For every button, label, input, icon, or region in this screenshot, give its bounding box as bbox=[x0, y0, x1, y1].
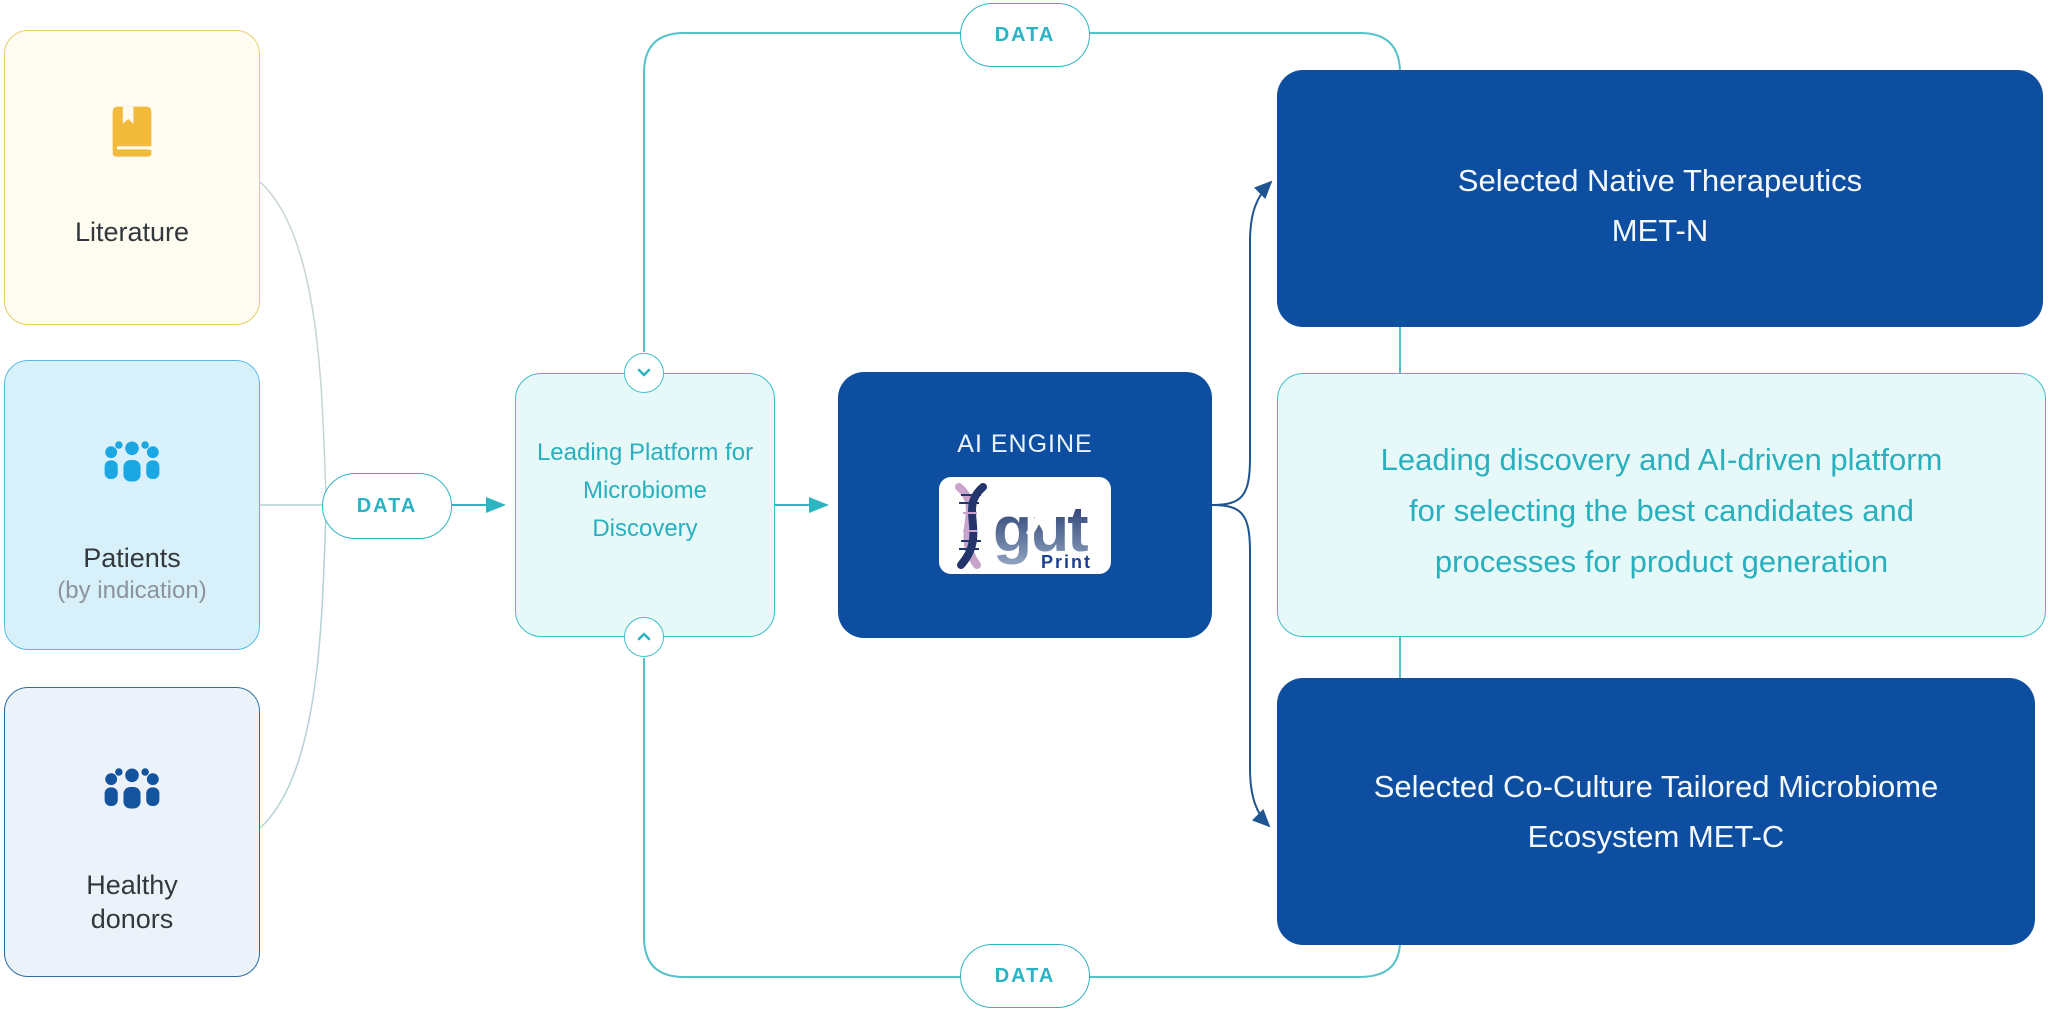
patients-sublabel: (by indication) bbox=[57, 577, 207, 604]
description-line3: processes for product generation bbox=[1434, 543, 1889, 579]
people-icon bbox=[101, 758, 163, 820]
platform-box: Leading Platform for Microbiome Discover… bbox=[515, 373, 775, 637]
chevron-down-icon bbox=[637, 368, 651, 377]
arrow-ai-to-met-n bbox=[1211, 180, 1273, 506]
data-pill-bottom: DATA bbox=[960, 944, 1090, 1008]
book-icon bbox=[103, 101, 161, 163]
source-card-literature: Literature bbox=[4, 30, 260, 325]
chevron-down-node bbox=[624, 353, 664, 393]
platform-label-line3: Discovery bbox=[592, 515, 698, 542]
patients-label: Patients bbox=[83, 543, 181, 573]
connector-literature-to-data bbox=[259, 181, 327, 497]
people-icon bbox=[101, 431, 163, 493]
chevron-up-icon bbox=[637, 632, 651, 641]
platform-label-line2: Microbiome bbox=[582, 477, 708, 504]
description-line2: for selecting the best candidates and bbox=[1409, 492, 1914, 528]
logo-print-text: Print bbox=[1041, 552, 1092, 572]
dna-helix-icon bbox=[955, 483, 987, 569]
chevron-up-node bbox=[624, 617, 664, 657]
platform-description-box: Leading discovery and AI-driven platform… bbox=[1277, 373, 2046, 637]
ai-engine-box: AI ENGINE bbox=[838, 372, 1212, 638]
description-line1: Leading discovery and AI-driven platform bbox=[1380, 441, 1943, 477]
source-card-healthy-donors: Healthy donors bbox=[4, 687, 260, 977]
healthy-donors-label-line2: donors bbox=[90, 904, 174, 934]
platform-label-line1: Leading Platform for bbox=[536, 439, 754, 466]
literature-label: Literature bbox=[74, 217, 190, 247]
ai-engine-title: AI ENGINE bbox=[957, 430, 1093, 458]
data-pill-top: DATA bbox=[960, 3, 1090, 67]
connector-healthy-to-data bbox=[259, 513, 327, 829]
arrow-ai-to-met-c bbox=[1211, 504, 1271, 828]
met-n-line2: MET-N bbox=[1611, 212, 1709, 248]
healthy-donors-label-line1: Healthy bbox=[86, 870, 178, 900]
gutprint-logo: gut Print bbox=[939, 477, 1111, 574]
output-met-n-box: Selected Native Therapeutics MET-N bbox=[1277, 70, 2043, 327]
source-card-patients: Patients (by indication) bbox=[4, 360, 260, 650]
logo-gut-text: gut bbox=[993, 493, 1088, 565]
output-met-c-box: Selected Co-Culture Tailored Microbiome … bbox=[1277, 678, 2035, 945]
met-n-line1: Selected Native Therapeutics bbox=[1457, 162, 1863, 198]
met-c-line2: Ecosystem MET-C bbox=[1527, 818, 1785, 854]
met-c-line1: Selected Co-Culture Tailored Microbiome bbox=[1373, 768, 1939, 804]
data-pill-left: DATA bbox=[322, 473, 452, 539]
